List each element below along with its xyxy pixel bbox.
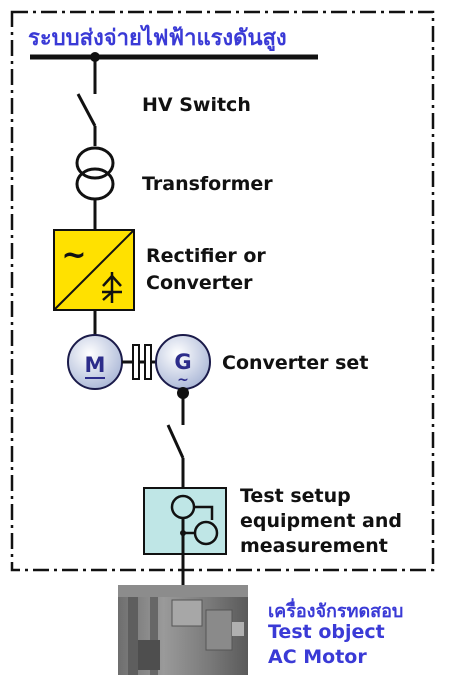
test-setup-label-line3: measurement bbox=[240, 535, 388, 557]
svg-text:~: ~ bbox=[177, 372, 189, 388]
rectifier-box: ~ bbox=[53, 229, 135, 311]
rectifier-label-line1: Rectifier or bbox=[146, 245, 266, 267]
hv-switch-label: HV Switch bbox=[142, 94, 251, 116]
test-switch-blade bbox=[166, 424, 185, 459]
rectifier-label-line2: Converter bbox=[146, 272, 253, 294]
svg-text:M: M bbox=[85, 353, 106, 377]
transformer-label: Transformer bbox=[142, 173, 273, 195]
system-boundary bbox=[10, 10, 435, 572]
ac-glyph: ~ bbox=[61, 238, 86, 273]
thyristor-icon bbox=[102, 272, 122, 303]
test-object-thai-label: เครื่องจักรทดสอบ bbox=[268, 601, 404, 622]
ac-motor-image bbox=[118, 585, 248, 675]
svg-text:G: G bbox=[174, 350, 191, 374]
test-object-label: Test object bbox=[268, 621, 385, 643]
motor-symbol: M bbox=[67, 334, 123, 390]
ac-motor-label: AC Motor bbox=[268, 646, 367, 668]
hv-switch-blade bbox=[76, 93, 97, 127]
generator-symbol: G ~ bbox=[155, 334, 211, 390]
coupling-shaft bbox=[122, 344, 160, 380]
converter-set-label: Converter set bbox=[222, 352, 369, 374]
test-setup-label-line1: Test setup bbox=[240, 485, 351, 507]
test-setup-box bbox=[143, 487, 227, 555]
test-setup-label-line2: equipment and bbox=[240, 510, 402, 532]
transformer-symbol bbox=[75, 146, 115, 201]
diagram-title: ระบบส่งจ่ายไฟฟ้าแรงดันสูง bbox=[28, 26, 287, 51]
